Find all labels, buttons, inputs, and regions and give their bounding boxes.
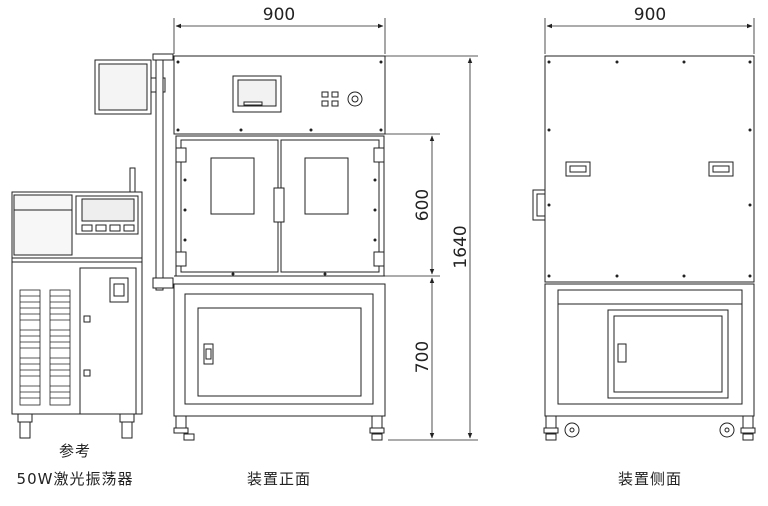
side-view bbox=[532, 55, 756, 441]
side-screws bbox=[547, 60, 752, 278]
dimension-lines bbox=[173, 18, 755, 441]
monitor bbox=[94, 59, 166, 115]
lower-height-label: 700 bbox=[413, 341, 433, 373]
front-view bbox=[173, 55, 386, 441]
oscillator-vents bbox=[19, 289, 71, 406]
upper-height-label: 600 bbox=[413, 189, 433, 221]
laser-oscillator bbox=[11, 167, 143, 439]
side-width-label: 900 bbox=[634, 5, 666, 25]
front-screws bbox=[176, 60, 383, 276]
side-pipe bbox=[152, 53, 174, 291]
reference-caption-line1: 参考 bbox=[58, 442, 91, 460]
side-view-caption: 装置侧面 bbox=[617, 470, 682, 488]
reference-caption-line2: 50W激光振荡器 bbox=[16, 470, 134, 488]
total-height-label: 1640 bbox=[451, 225, 471, 268]
front-width-label: 900 bbox=[263, 5, 295, 25]
front-view-caption: 装置正面 bbox=[246, 470, 311, 488]
